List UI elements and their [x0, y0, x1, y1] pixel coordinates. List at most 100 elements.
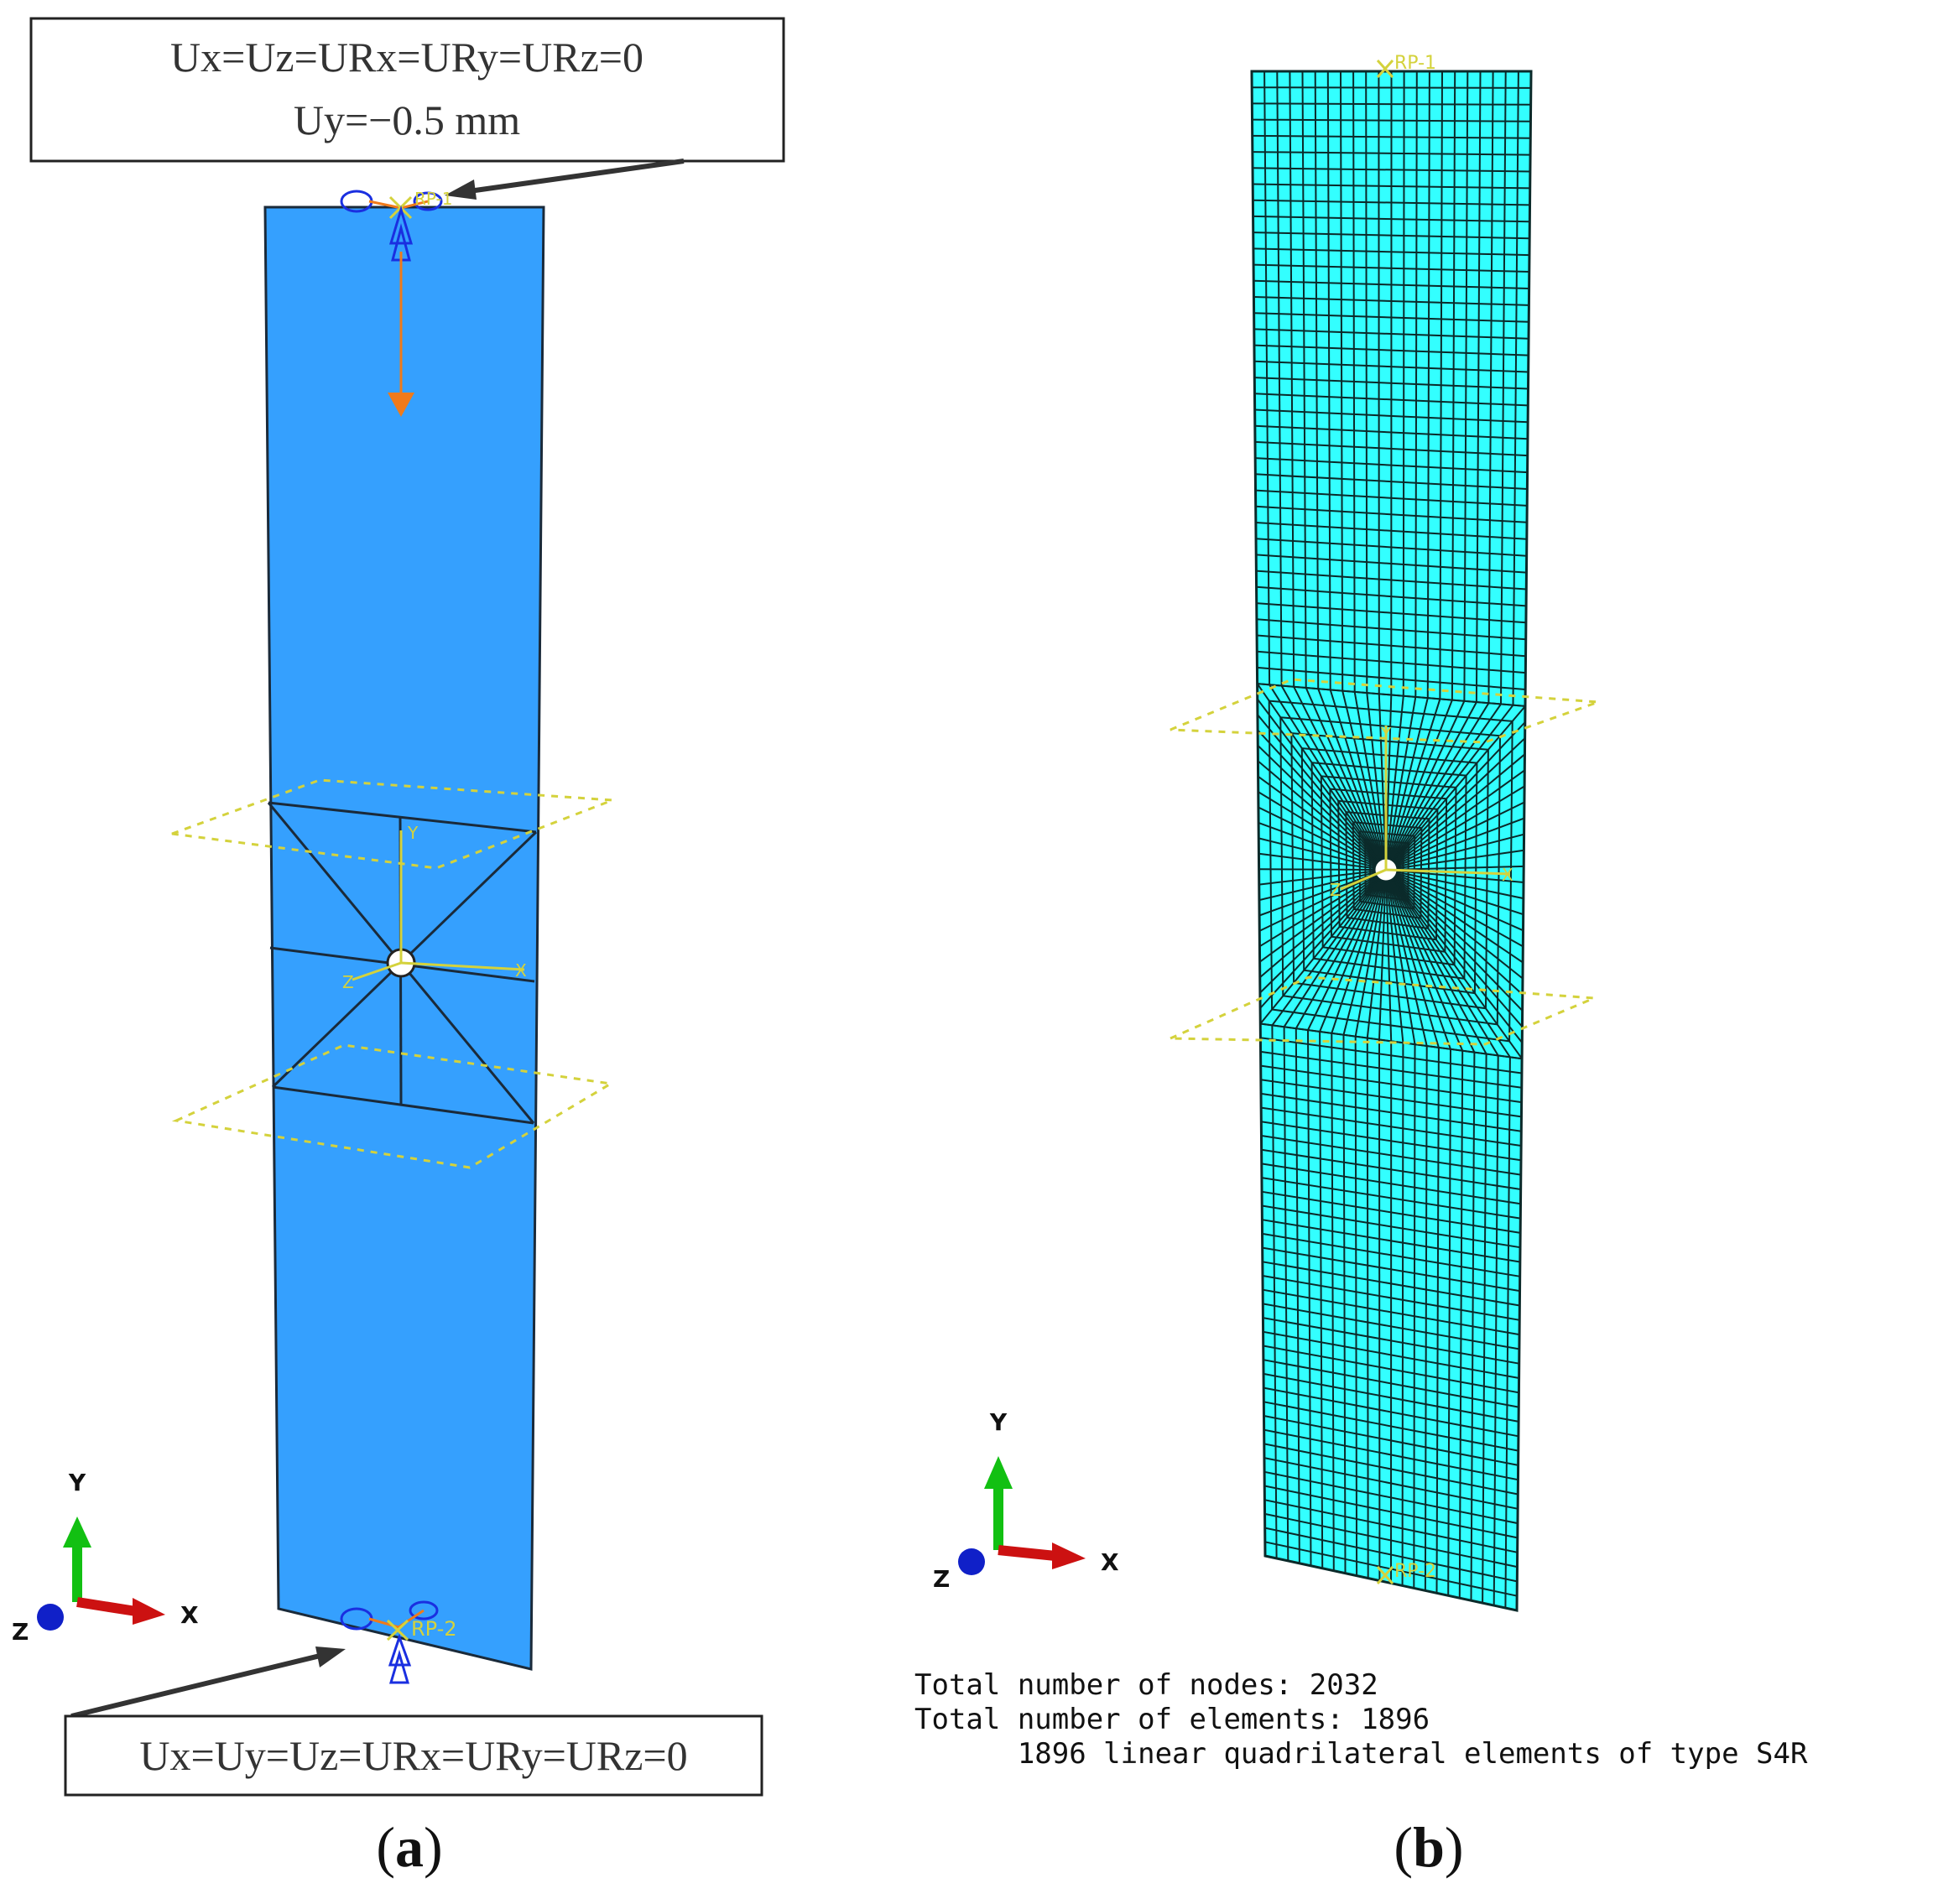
triad-b-y-arrow-icon — [984, 1456, 1013, 1489]
mesh-line-radial — [1389, 880, 1464, 1052]
mesh-line-radial — [1259, 877, 1379, 1009]
mesh-line-horizontal-lower — [1263, 1372, 1519, 1423]
mesh-line-radial — [1394, 871, 1524, 900]
mesh-line-horizontal-upper — [1253, 183, 1530, 190]
mesh-line-horizontal-upper — [1253, 247, 1530, 257]
mesh-info-nodes: Total number of nodes: 2032 — [914, 1668, 1378, 1702]
mesh-line-horizontal-lower — [1262, 1232, 1520, 1277]
csys-b-y-label: Y — [1380, 724, 1392, 744]
mesh-line-radial — [1388, 699, 1441, 861]
mesh-line-horizontal-lower — [1263, 1457, 1519, 1510]
mesh-line-radial — [1390, 880, 1476, 1053]
mesh-line-radial — [1394, 801, 1525, 867]
mesh-line-horizontal-upper — [1254, 440, 1528, 457]
mesh-line-horizontal-upper — [1253, 199, 1530, 206]
mesh-line-horizontal-lower — [1261, 1148, 1521, 1190]
top-bc-arrow-line — [456, 159, 685, 195]
top-bc-arrow-head — [445, 179, 477, 200]
mesh-line-radial — [1391, 702, 1490, 861]
local-csys-b — [1340, 726, 1511, 891]
triad-b-x-axis — [998, 1545, 1056, 1561]
mesh-line-horizontal-upper — [1256, 570, 1527, 590]
mesh-line-horizontal-lower — [1263, 1443, 1519, 1496]
mesh-line-horizontal-lower — [1263, 1428, 1519, 1481]
mesh-line-radial — [1258, 871, 1379, 917]
datum-planes-b — [1170, 678, 1599, 1046]
mesh-line-radial — [1378, 694, 1387, 860]
panel-a-label: (a) — [376, 1815, 442, 1879]
mesh-line-horizontal-lower — [1260, 1037, 1523, 1074]
mesh-line-radial — [1317, 688, 1383, 860]
top-bc-line1: Ux=Uz=URx=URy=URz=0 — [170, 34, 643, 81]
plate-a — [263, 205, 545, 1671]
triad-b-z-label: Z — [933, 1565, 950, 1593]
mesh-line-radial — [1394, 721, 1526, 862]
bottom-bc-arrow-line — [70, 1650, 335, 1719]
triad-a-z-icon — [37, 1604, 64, 1631]
rp-bottom-b-label: RP-2 — [1394, 1561, 1436, 1582]
mesh-line-radial — [1256, 683, 1379, 860]
mesh-line-horizontal-upper — [1253, 296, 1529, 306]
rp-bottom-a-label: RP-2 — [411, 1617, 457, 1641]
mesh-line-horizontal-upper — [1252, 118, 1531, 122]
mesh-line-horizontal-lower — [1262, 1246, 1520, 1293]
mesh-line-horizontal-upper — [1255, 473, 1528, 490]
triad-b-x-arrow-icon — [1052, 1542, 1086, 1569]
mesh-line-radial — [1293, 686, 1382, 860]
panel-b-label: (b) — [1394, 1815, 1463, 1879]
mesh-line-horizontal-upper — [1255, 522, 1527, 540]
mesh-line-horizontal-upper — [1253, 344, 1529, 356]
mesh-line-horizontal-lower — [1263, 1303, 1520, 1350]
mesh-line-radial — [1295, 878, 1382, 1029]
csys-b-x-label: X — [1502, 865, 1513, 885]
partition-bottom-edge — [272, 1085, 534, 1125]
mesh-line-horizontal-upper — [1253, 279, 1529, 289]
datum-planes-a — [171, 778, 615, 1169]
mesh-line-radial — [1354, 879, 1385, 1037]
csys-b-z-label: Z — [1330, 880, 1341, 900]
mesh-line-radial — [1280, 685, 1381, 860]
mesh-line-horizontal-lower — [1264, 1527, 1518, 1583]
mesh-line-horizontal-upper — [1252, 134, 1531, 139]
mesh-line-radial — [1394, 869, 1524, 883]
local-csys-a — [352, 830, 525, 981]
triad-a: Y X Z — [12, 1469, 199, 1646]
mesh-line-horizontal-lower — [1261, 1177, 1521, 1220]
mesh-line-horizontal-upper — [1256, 618, 1526, 641]
mesh-info: Total number of nodes: 2032 Total number… — [914, 1668, 1808, 1771]
triad-b-x-label: X — [1101, 1548, 1119, 1576]
mesh-line-horizontal-lower — [1263, 1359, 1519, 1408]
mesh-line-horizontal-lower — [1263, 1386, 1519, 1438]
mesh-line-horizontal-upper — [1255, 489, 1528, 507]
mesh-line-radial — [1258, 852, 1379, 870]
mesh-line-radial — [1283, 878, 1381, 1027]
mesh-line-radial — [1259, 874, 1379, 963]
mesh-line-radial — [1391, 880, 1487, 1054]
mesh-line-radial — [1394, 705, 1526, 861]
mesh-line-radial — [1257, 698, 1379, 861]
bottom-bc-text: Ux=Uy=Uz=URx=URy=URz=0 — [139, 1732, 687, 1779]
triad-a-z-label: Z — [12, 1618, 29, 1646]
mesh-line-horizontal-upper — [1252, 151, 1531, 156]
bottom-bc-box — [64, 1714, 763, 1797]
mesh-line-radial — [1394, 865, 1524, 871]
mesh-line-radial — [1394, 817, 1525, 868]
csys-a-x-label: X — [515, 960, 527, 981]
mesh-line-horizontal-upper — [1253, 312, 1529, 323]
mesh-line-radial — [1319, 879, 1383, 1033]
mesh-line-horizontal-upper — [1256, 602, 1526, 624]
mesh-line-radial — [1393, 705, 1514, 861]
csys-b-x-axis — [1385, 868, 1511, 876]
mesh-line-radial — [1269, 684, 1380, 860]
mesh-line-radial — [1258, 837, 1379, 869]
bottom-bc-callout: Ux=Uy=Uz=URx=URy=URz=0 — [64, 1646, 763, 1797]
rp-bottom-a-cross — [386, 1619, 409, 1641]
mesh-info-elements: Total number of elements: 1896 — [914, 1703, 1430, 1736]
mesh-line-radial — [1305, 687, 1383, 860]
mesh-line-radial — [1307, 879, 1383, 1031]
triad-a-y-arrow-icon — [63, 1516, 91, 1548]
mesh-line-horizontal-lower — [1262, 1219, 1520, 1263]
mesh-line-horizontal-lower — [1260, 1079, 1522, 1118]
mesh-line-radial — [1258, 775, 1379, 866]
mesh-line-radial — [1259, 875, 1379, 978]
